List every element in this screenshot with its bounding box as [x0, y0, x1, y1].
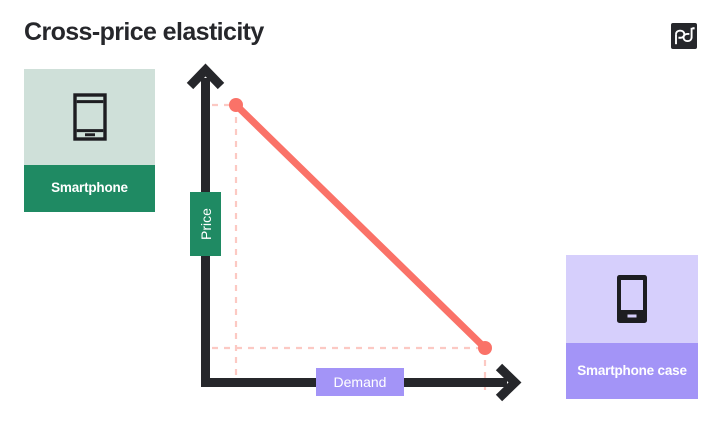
product-card-smartphone-case-label-line2: case — [657, 362, 687, 378]
product-card-smartphone-case-label: Smartphone case — [566, 343, 698, 399]
smartphone-solid-icon — [617, 275, 647, 323]
demand-point-low-price — [478, 341, 492, 355]
y-axis-label-price: Price — [190, 192, 221, 256]
product-card-smartphone[interactable]: Smartphone — [24, 69, 155, 212]
demand-point-high-price — [229, 98, 243, 112]
smartphone-outline-icon — [72, 93, 107, 141]
x-axis-label-demand: Demand — [316, 368, 404, 396]
product-card-smartphone-label: Smartphone — [24, 165, 155, 212]
x-axis-arrowhead — [495, 363, 522, 402]
chart-guide-lines — [212, 103, 487, 392]
demand-curve — [229, 98, 492, 355]
y-axis-label-price-text: Price — [197, 208, 214, 240]
pd-logo[interactable] — [671, 23, 697, 49]
page-title: Cross-price elasticity — [24, 18, 264, 46]
y-axis-arrowhead — [186, 63, 225, 90]
product-card-smartphone-image — [24, 69, 155, 165]
product-card-smartphone-case-label-line1: Smartphone — [577, 362, 654, 378]
demand-curve-line — [232, 101, 489, 352]
product-card-smartphone-case-image — [566, 255, 698, 343]
product-card-smartphone-case[interactable]: Smartphone case — [566, 255, 698, 399]
pd-logo-icon — [675, 27, 695, 45]
